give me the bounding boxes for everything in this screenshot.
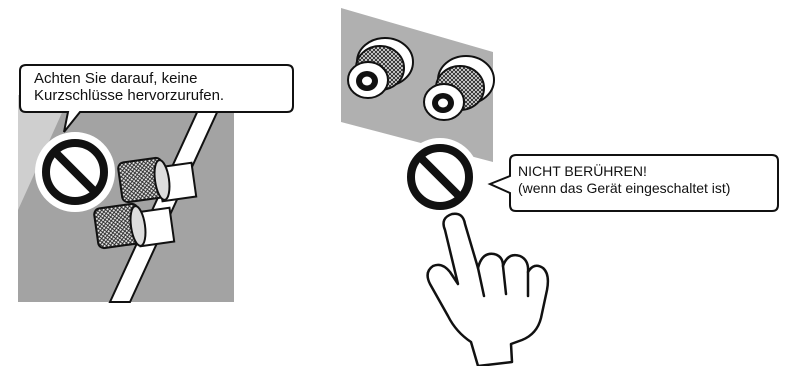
right-warning-line1: NICHT BERÜHREN! bbox=[518, 163, 647, 179]
left-warning-line1: Achten Sie darauf, keine bbox=[34, 70, 198, 87]
left-callout-bubble bbox=[19, 64, 294, 133]
right-warning-text: NICHT BERÜHREN! (wenn das Gerät eingesch… bbox=[518, 163, 730, 197]
prohibition-icon bbox=[401, 138, 479, 216]
prohibition-icon bbox=[35, 132, 115, 212]
right-panel bbox=[341, 8, 779, 368]
right-warning-line2: (wenn das Gerät eingeschaltet ist) bbox=[518, 180, 731, 196]
right-callout-bubble bbox=[487, 154, 779, 212]
left-warning-line2: Kurzschlüsse hervorzurufen. bbox=[34, 87, 225, 104]
left-warning-text: Achten Sie darauf, keine Kurzschlüsse he… bbox=[34, 70, 224, 104]
speaker-terminal-icon bbox=[93, 202, 176, 250]
pointing-hand-icon bbox=[426, 212, 550, 368]
rca-jack-icon bbox=[347, 37, 414, 99]
rca-jack-icon bbox=[423, 55, 495, 121]
left-panel bbox=[18, 64, 294, 303]
speaker-terminal-icon bbox=[117, 156, 198, 204]
